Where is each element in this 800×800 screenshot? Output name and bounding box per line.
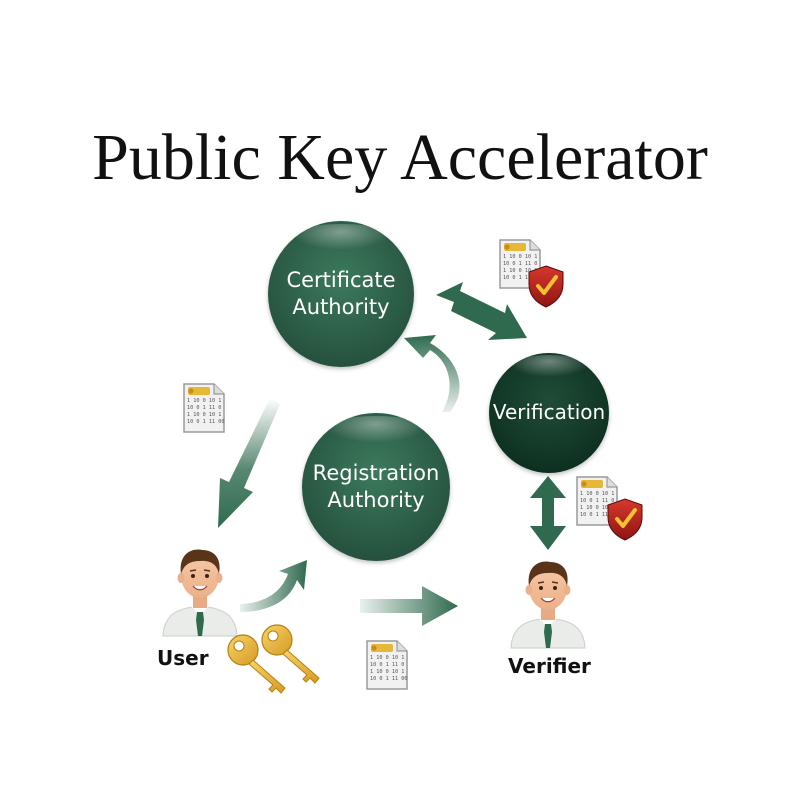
verification-label: Verification bbox=[492, 400, 606, 425]
shield-check-icon bbox=[527, 264, 565, 309]
shield-check-icon bbox=[606, 497, 644, 542]
arrow-verification-to-ca bbox=[404, 335, 460, 412]
certificate-authority-node: Certificate Authority bbox=[268, 221, 414, 367]
key-icon bbox=[261, 624, 320, 684]
verifier-label: Verifier bbox=[508, 654, 591, 678]
registration-authority-node: Registration Authority bbox=[302, 413, 450, 561]
ra-label-line1: Registration bbox=[312, 461, 440, 486]
user-person-icon bbox=[162, 548, 238, 637]
verifier-person-icon bbox=[510, 560, 586, 649]
arrow-verification-verifier bbox=[530, 476, 566, 550]
page-title: Public Key Accelerator bbox=[92, 121, 708, 194]
arrow-user-to-verifier bbox=[360, 586, 458, 626]
arrow-user-to-ra bbox=[240, 560, 307, 612]
user-label: User bbox=[157, 646, 209, 670]
arrow-ca-verification bbox=[436, 282, 527, 340]
certificate-doc-icon bbox=[366, 640, 409, 690]
arrow-down-to-user bbox=[218, 398, 280, 528]
ca-label-line2: Authority bbox=[292, 295, 390, 319]
verification-node: Verification bbox=[489, 353, 609, 473]
ca-label-line1: Certificate bbox=[286, 268, 396, 293]
certificate-doc-icon bbox=[183, 383, 226, 433]
ra-label-line2: Authority bbox=[327, 488, 425, 512]
